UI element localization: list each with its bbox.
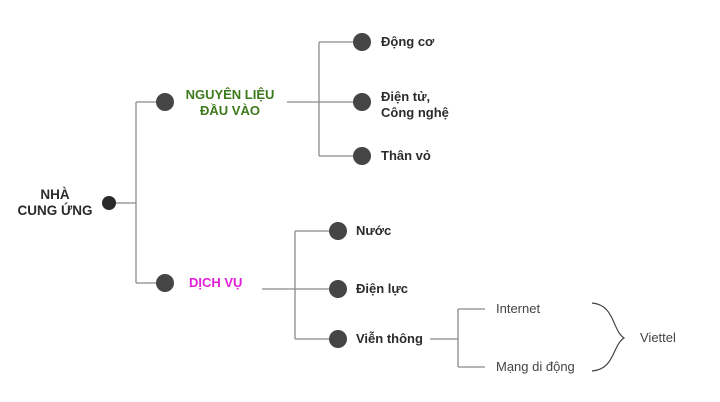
curly-brace: [591, 302, 626, 372]
materials-leaf-node-1: [353, 93, 371, 111]
materials-leaf-node-0: [353, 33, 371, 51]
leaf-electronics: Điện tử, Công nghệ: [381, 89, 449, 121]
leaf-electronics-line2: Công nghệ: [381, 105, 449, 120]
nodes: [102, 33, 371, 348]
provider-label: Viettel: [640, 330, 676, 346]
leaf-water: Nước: [356, 223, 391, 239]
leaf-body: Thân vỏ: [381, 148, 431, 164]
services-leaf-node-0: [329, 222, 347, 240]
leaf-electronics-line1: Điện tử,: [381, 89, 431, 104]
branch-materials-line1: NGUYÊN LIỆU: [185, 87, 275, 102]
branch-label-services: DỊCH VỤ: [189, 275, 242, 291]
leaf-telecom: Viễn thông: [356, 331, 423, 347]
services-leaf-node-2: [329, 330, 347, 348]
leaf-engine: Động cơ: [381, 34, 434, 50]
root-node: [102, 196, 116, 210]
materials-leaf-node-2: [353, 147, 371, 165]
branch-materials-node: [156, 93, 174, 111]
leaf-water-text: Nước: [356, 223, 392, 238]
root-label: NHÀ CUNG ỨNG: [10, 187, 100, 219]
subleaf-mobile-text: Mạng di động: [496, 359, 575, 374]
subleaf-internet-text: Internet: [496, 301, 541, 316]
branch-services-node: [156, 274, 174, 292]
branch-services-line1: DỊCH VỤ: [189, 275, 243, 290]
leaf-electricity: Điện lực: [356, 281, 408, 297]
leaf-engine-text: Động cơ: [381, 34, 435, 49]
leaf-telecom-text: Viễn thông: [356, 331, 423, 346]
subleaf-mobile: Mạng di động: [496, 359, 575, 375]
leaf-electricity-text: Điện lực: [356, 281, 409, 296]
branch-label-materials: NGUYÊN LIỆU ĐẦU VÀO: [180, 87, 280, 119]
root-label-line1: NHÀ: [40, 187, 70, 202]
branch-materials-line2: ĐẦU VÀO: [200, 103, 260, 118]
services-leaf-node-1: [329, 280, 347, 298]
subleaf-internet: Internet: [496, 301, 540, 317]
root-label-line2: CUNG ỨNG: [17, 203, 93, 218]
provider-text: Viettel: [640, 330, 676, 345]
leaf-body-text: Thân vỏ: [381, 148, 431, 163]
